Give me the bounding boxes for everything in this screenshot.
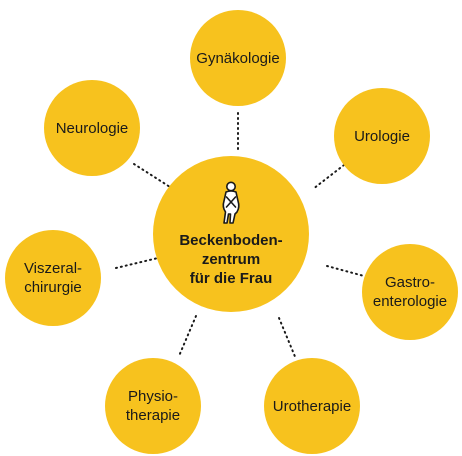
connector-viszeralchirurgie (115, 257, 159, 269)
center-node-beckenbodenzentrum: Beckenboden- zentrum für die Frau (153, 156, 309, 312)
connector-neurologie (133, 163, 171, 188)
connector-physiotherapie (178, 315, 197, 357)
node-label-neurologie: Neurologie (55, 119, 129, 137)
connector-urotherapie (278, 317, 297, 360)
node-viszeralchirurgie: Viszeral- chirurgie (5, 230, 101, 326)
connector-urologie (312, 164, 345, 190)
node-label-gastroenterologie: Gastro- enterologie (372, 274, 448, 310)
node-label-viszeralchirurgie: Viszeral- chirurgie (23, 260, 83, 296)
node-label-physiotherapie: Physio- therapie (125, 388, 181, 424)
center-label: Beckenboden- zentrum für die Frau (179, 231, 283, 287)
node-physiotherapie: Physio- therapie (105, 358, 201, 454)
node-urotherapie: Urotherapie (264, 358, 360, 454)
connector-gastroenterologie (326, 265, 365, 277)
node-label-gynaekologie: Gynäkologie (196, 49, 280, 67)
node-urologie: Urologie (334, 88, 430, 184)
node-neurologie: Neurologie (44, 80, 140, 176)
node-label-urologie: Urologie (354, 127, 410, 145)
node-gastroenterologie: Gastro- enterologie (362, 244, 458, 340)
node-label-urotherapie: Urotherapie (272, 397, 352, 415)
woman-figure-icon (222, 181, 240, 224)
node-gynaekologie: Gynäkologie (190, 10, 286, 106)
